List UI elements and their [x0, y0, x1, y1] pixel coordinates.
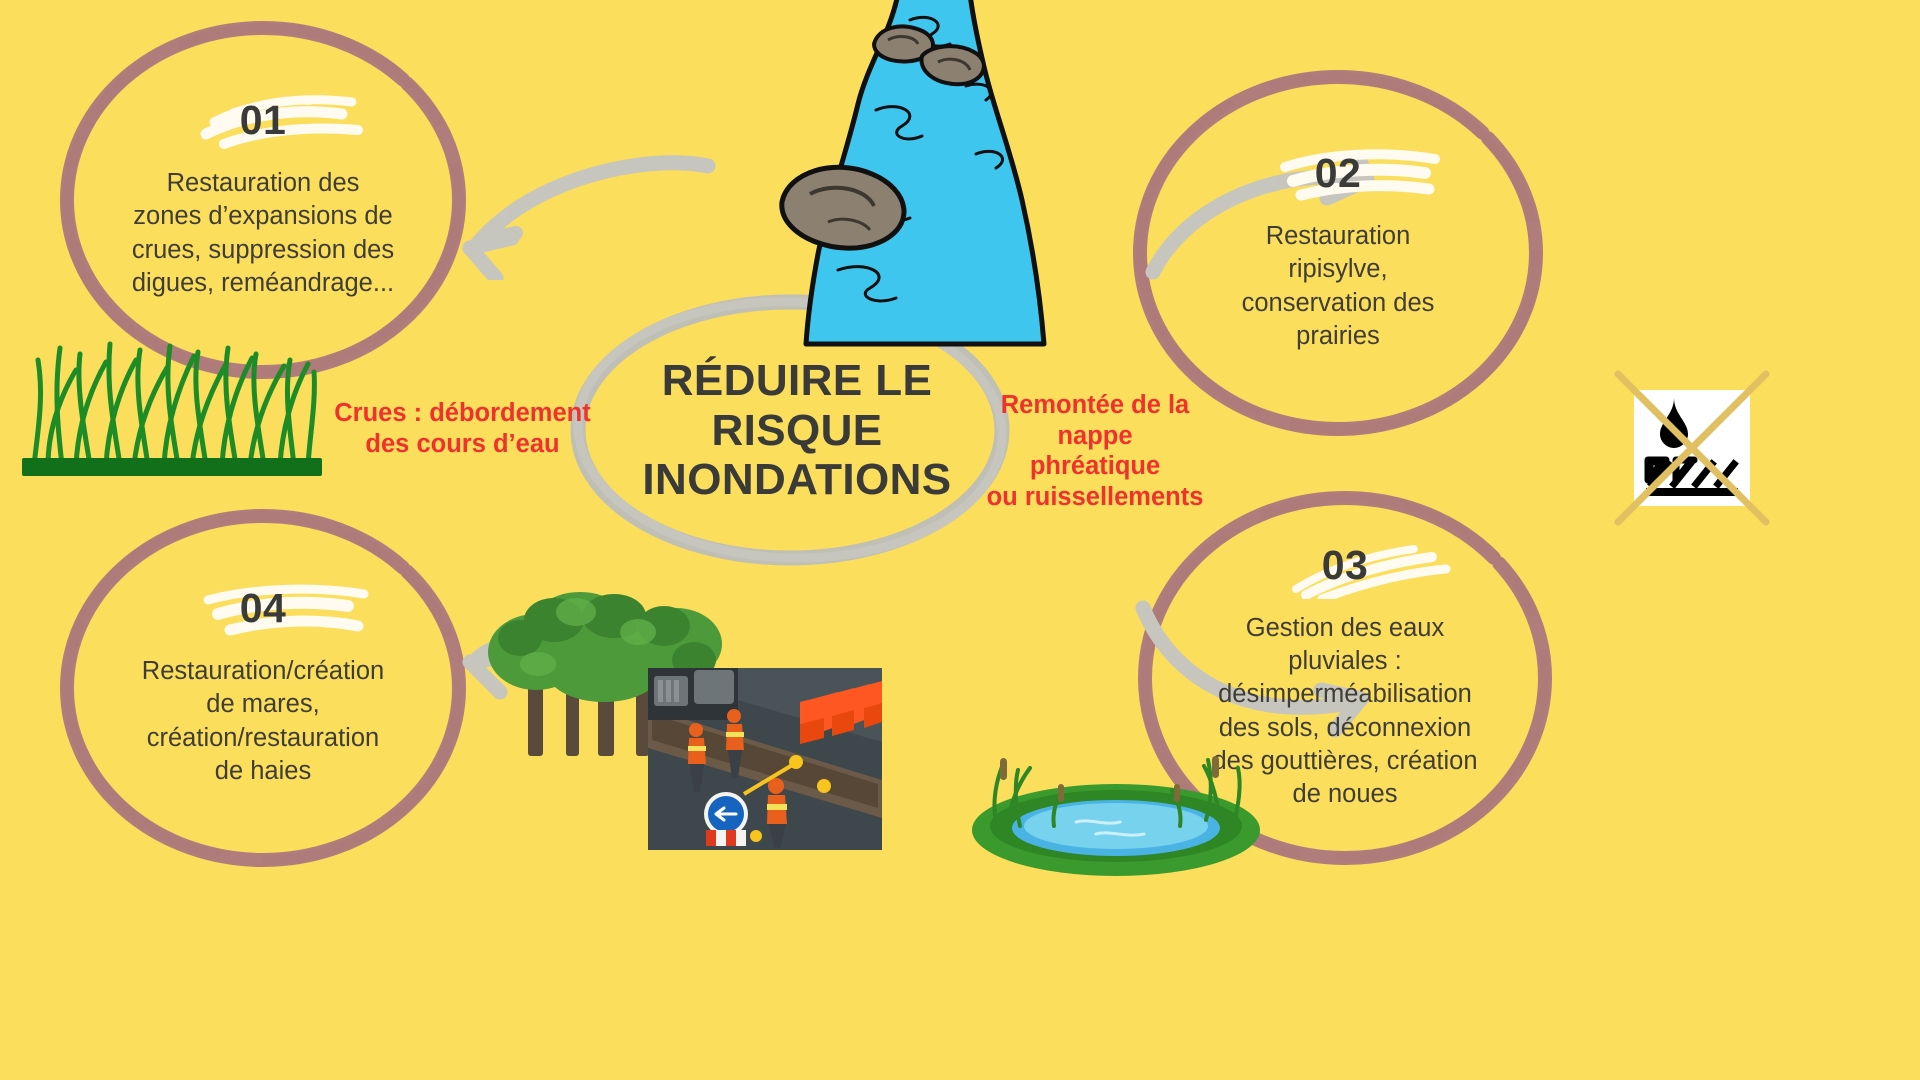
center-ellipse-ring [570, 294, 1010, 566]
node-number-02: 02 [1314, 150, 1362, 197]
node-number-badge-01: 01 [200, 95, 363, 150]
highlight-scribble-icon [203, 584, 369, 636]
node-number-04: 04 [239, 585, 287, 632]
highlight-scribble-icon [200, 95, 363, 150]
measure-node-04[interactable]: 04 Restauration/création de mares, créat… [48, 498, 478, 878]
river-with-rocks-illustration [779, 0, 1047, 347]
node-number-badge-04: 04 [203, 584, 369, 636]
annotation-left: Crues : débordement des cours d’eau [334, 399, 591, 458]
roadworks-photo [648, 668, 882, 850]
highlight-scribble-icon [1279, 149, 1440, 201]
grass-tuft-illustration [22, 341, 322, 476]
node-number-badge-03: 03 [1291, 542, 1451, 600]
node-text-01: Restauration des zones d’expansions de c… [131, 169, 395, 297]
central-concept-node: RÉDUIRE LE RISQUE INONDATIONS [560, 288, 1020, 573]
highlight-scribble-icon [1291, 545, 1451, 600]
node-number-03: 03 [1321, 542, 1369, 589]
node-text-04: Restauration/création de mares, création… [141, 657, 385, 785]
annotation-right: Remontée de la nappe phréatique ou ruiss… [986, 391, 1204, 511]
page-title: RÉDUIRE LE RISQUE INONDATIONS [642, 355, 952, 505]
node-number-01: 01 [239, 97, 287, 144]
no-water-infiltration-sign [1614, 370, 1770, 526]
node-number-badge-02: 02 [1279, 149, 1440, 201]
curved-arrow-left-icon [462, 155, 716, 280]
pond-illustration [972, 756, 1260, 876]
node-text-02: Restauration ripisylve, conservation des… [1241, 222, 1435, 350]
